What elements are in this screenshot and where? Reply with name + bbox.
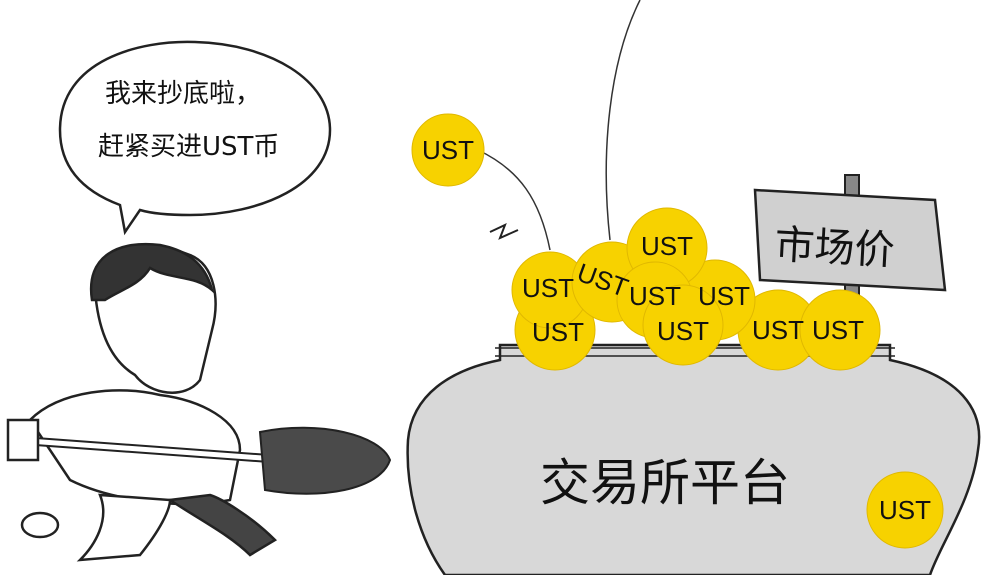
sign-label: 市场价	[773, 222, 895, 274]
man-character	[20, 242, 278, 562]
ust-coins	[411, 113, 944, 549]
ust-coin-label: UST	[532, 317, 584, 347]
ust-coin-label: UST	[752, 315, 804, 345]
ust-coin	[799, 289, 881, 371]
pot-label: 交易所平台	[540, 454, 790, 512]
ust-coin	[411, 113, 485, 187]
shovel	[6, 418, 392, 495]
ust-coin-label: UST	[879, 495, 931, 525]
motion-line	[477, 149, 551, 251]
ust-coin-label: UST	[657, 316, 709, 346]
ust-coin-label: UST	[629, 281, 681, 311]
impact-mark	[489, 223, 519, 240]
ust-coin-label: UST	[812, 315, 864, 345]
ust-coin-label: UST	[522, 273, 574, 303]
motion-line	[605, 0, 641, 241]
speech-bubble: 我来抄底啦， 赶紧买进UST币	[58, 40, 332, 236]
ust-coin-label: UST	[641, 231, 693, 261]
ust-coin-label: UST	[422, 135, 474, 165]
ust-coin	[866, 471, 944, 549]
speech-line-1: 我来抄底啦，	[105, 79, 261, 109]
speech-line-2: 赶紧买进UST币	[98, 132, 279, 162]
ust-coin	[642, 284, 724, 366]
ust-coin-label: UST	[698, 281, 750, 311]
